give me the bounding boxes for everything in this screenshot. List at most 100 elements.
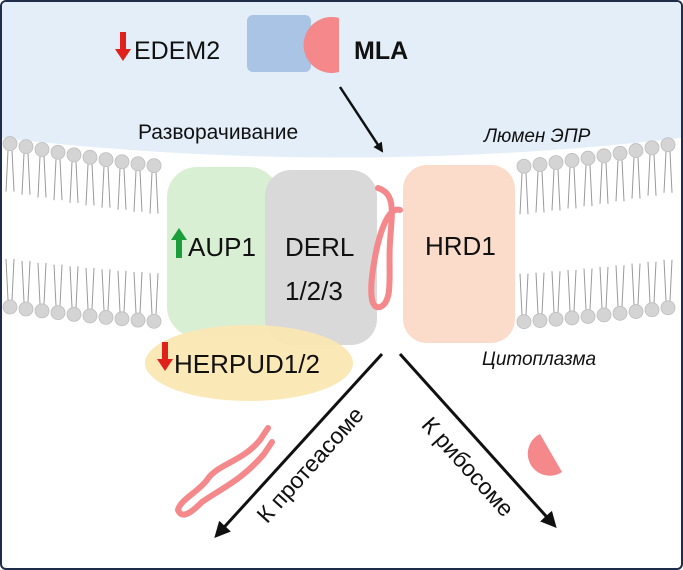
- lipid-tail: [535, 171, 545, 213]
- substrate-loop: [368, 185, 403, 311]
- lipid-tail: [69, 161, 79, 203]
- herpud-label: HERPUD1/2: [174, 349, 320, 379]
- lipid-head: [50, 305, 66, 321]
- lipid-head: [82, 149, 98, 165]
- lipid-tail: [21, 153, 31, 195]
- lipid-head: [596, 148, 612, 164]
- lipid-tail: [53, 264, 63, 306]
- lipid-head: [580, 150, 596, 166]
- lipid-tail: [5, 150, 15, 192]
- mla-ribosome-icon: [527, 434, 562, 476]
- er-lumen: [2, 2, 681, 158]
- hrd1-protein: [403, 165, 515, 343]
- down-arrow-icon: [115, 32, 131, 61]
- lipid-head: [130, 156, 146, 172]
- lipid-head: [532, 157, 548, 172]
- lipid-head: [516, 158, 532, 174]
- lipid-head: [612, 145, 628, 161]
- lipid-tail: [647, 154, 657, 196]
- lipid-tail: [101, 166, 111, 208]
- aup1-label: AUP1: [188, 232, 256, 262]
- lipid-head: [628, 143, 644, 158]
- lipid-tail: [37, 156, 47, 198]
- lipid-tail: [631, 263, 641, 305]
- flow-arrow-icon: [214, 352, 384, 538]
- lipid-tail: [149, 172, 159, 214]
- lipid-tail: [5, 258, 15, 301]
- lipid-head: [564, 153, 580, 168]
- lipid-head: [98, 152, 114, 168]
- lipid-tail: [615, 160, 625, 202]
- er-lumen-label: Люмен ЭПР: [482, 126, 591, 147]
- lipid-head: [532, 313, 548, 328]
- lipid-tail: [37, 262, 47, 304]
- lipid-head: [564, 310, 580, 326]
- peptide-fragment: [175, 425, 275, 518]
- lipid-head: [18, 139, 34, 155]
- lipid-tail: [599, 266, 609, 308]
- lipid-head: [596, 307, 612, 323]
- lipid-tail: [117, 270, 127, 312]
- derl-label-line2: 1/2/3: [285, 276, 343, 306]
- mla-ribosome-icon: [303, 17, 339, 73]
- lipid-head: [66, 147, 82, 163]
- up-arrow-icon: [171, 228, 187, 258]
- lipid-tail: [53, 159, 63, 201]
- hrd1-label: HRD1: [425, 231, 496, 261]
- lipid-tail: [567, 269, 577, 311]
- lipid-head: [644, 140, 660, 156]
- lipid-head: [146, 158, 162, 174]
- lipid-tail: [117, 168, 127, 210]
- lipid-head: [644, 302, 660, 318]
- to-proteasome-label: К протеасоме: [251, 402, 368, 528]
- lipid-head: [612, 305, 628, 321]
- lipid-tail: [69, 266, 79, 308]
- lipid-tail: [133, 170, 143, 212]
- lipid-tail: [551, 271, 561, 313]
- lipid-tail: [583, 268, 593, 310]
- lipid-tail: [133, 272, 143, 314]
- lipid-head: [548, 155, 564, 170]
- lipid-head: [2, 299, 18, 315]
- lipid-head: [660, 300, 676, 316]
- mla-label: MLA: [354, 37, 408, 65]
- lipid-tail: [663, 151, 673, 193]
- lipid-head: [660, 137, 676, 153]
- lipid-tail: [583, 165, 593, 207]
- lipid-tail: [85, 164, 95, 206]
- edem2-label: EDEM2: [134, 37, 220, 65]
- lipid-head: [580, 309, 596, 324]
- cytoplasm-label: Цитоплазма: [482, 349, 596, 370]
- edem2-box: [247, 15, 311, 72]
- lipid-tail: [21, 260, 31, 303]
- herpud-protein: [145, 325, 353, 401]
- aup1-protein: [167, 167, 279, 337]
- lipid-tail: [551, 169, 561, 211]
- lipid-head: [2, 136, 18, 151]
- lipid-head: [146, 313, 162, 329]
- lipid-head: [18, 301, 34, 317]
- derl-label-line1: DERL: [285, 232, 354, 262]
- lipid-head: [82, 308, 98, 324]
- lipid-head: [548, 311, 564, 327]
- lipid-tail: [647, 261, 657, 303]
- lipid-bilayer: [2, 136, 676, 330]
- lipid-tail: [519, 173, 529, 215]
- lipid-head: [628, 304, 644, 319]
- unfolding-label: Разворачивание: [138, 121, 298, 144]
- lipid-head: [516, 314, 532, 330]
- lipid-tail: [101, 269, 111, 311]
- lipid-tail: [599, 162, 609, 204]
- lipid-head: [114, 154, 130, 170]
- lipid-tail: [535, 272, 545, 314]
- lipid-tail: [615, 265, 625, 307]
- lipid-tail: [631, 157, 641, 199]
- lipid-head: [114, 311, 130, 327]
- lipid-head: [66, 306, 82, 322]
- derl-protein: [265, 170, 377, 345]
- down-arrow-icon: [157, 342, 173, 371]
- lipid-tail: [663, 259, 673, 301]
- lipid-head: [130, 312, 146, 328]
